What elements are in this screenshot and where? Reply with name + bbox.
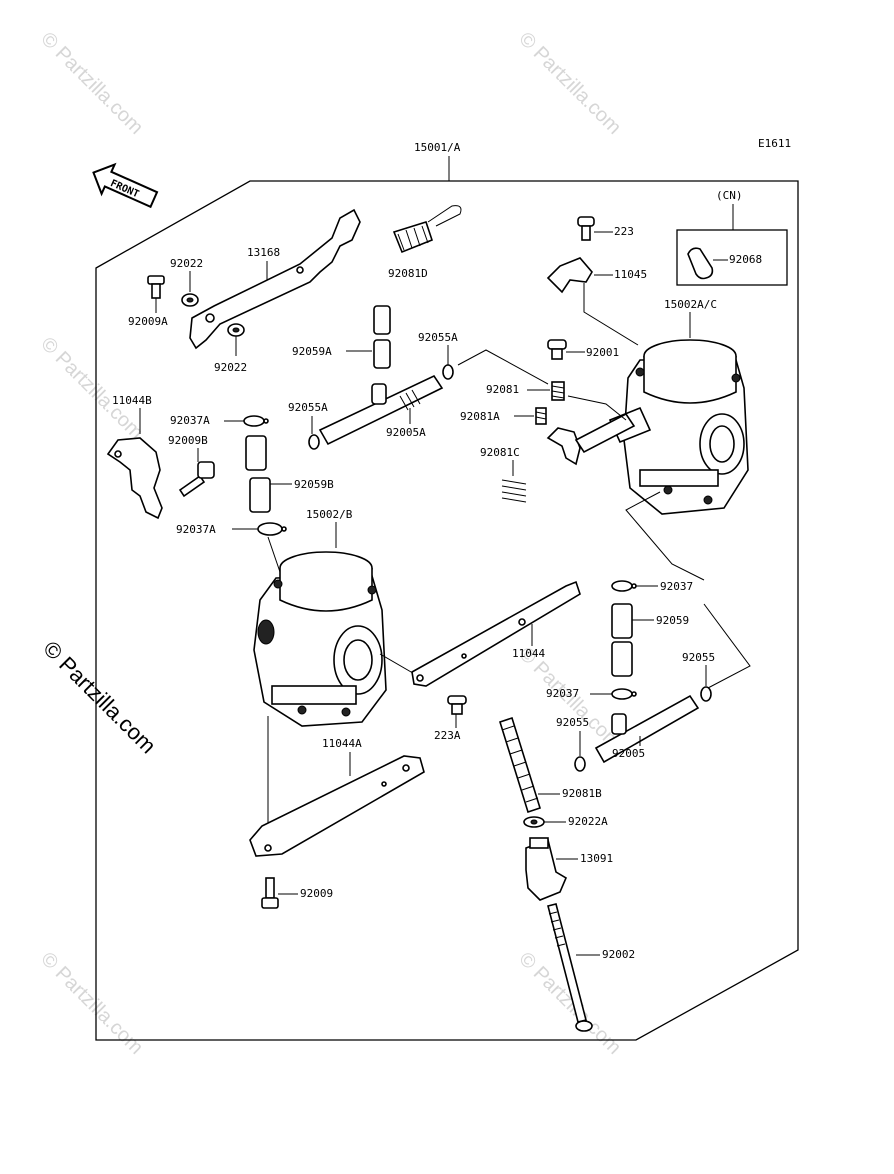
watermark-top-right: © Partzilla.com <box>514 28 625 139</box>
label-92037-top: 92037 <box>660 580 693 593</box>
label-223: 223 <box>614 225 634 238</box>
label-92005: 92005 <box>612 747 645 760</box>
label-92009a: 92009A <box>128 315 168 328</box>
washer-92022a-icon <box>523 816 545 828</box>
cap-92068-icon <box>687 247 714 280</box>
label-92022-bottom: 92022 <box>214 361 247 374</box>
label-92005a: 92005A <box>386 426 426 439</box>
watermark-mid-left: © Partzilla.com <box>36 333 147 444</box>
label-92059: 92059 <box>656 614 689 627</box>
spring-92081c-icon <box>501 479 527 503</box>
label-92037a-top: 92037A <box>170 414 210 427</box>
front-arrow-icon: FRONT <box>92 162 159 209</box>
label-11044: 11044 <box>512 647 545 660</box>
label-92001: 92001 <box>586 346 619 359</box>
label-11044a: 11044A <box>322 737 362 750</box>
label-92081c: 92081C <box>480 446 520 459</box>
watermark-bottom-left: © Partzilla.com <box>36 948 147 1059</box>
label-92081d: 92081D <box>388 267 428 280</box>
label-223a: 223A <box>434 729 461 742</box>
holder-13091-icon <box>525 837 568 901</box>
washer-92022-top-icon <box>181 293 199 307</box>
cn-box <box>676 229 788 286</box>
plate-11044-icon <box>411 580 581 687</box>
carburetor-15002ac-icon <box>608 339 749 515</box>
diagram-code: E1611 <box>758 137 791 150</box>
bracket-11044b-icon <box>106 437 163 520</box>
label-92009: 92009 <box>300 887 333 900</box>
spring-92081-icon <box>551 381 565 401</box>
watermark-side-logo: © Partzilla.com <box>38 636 161 759</box>
oring-92055-right-icon <box>700 686 712 702</box>
label-92002: 92002 <box>602 948 635 961</box>
spring-92081d-icon <box>392 205 462 254</box>
fitting-92005-icon <box>594 694 700 764</box>
label-15002b: 15002/B <box>306 508 353 521</box>
label-92022-top: 92022 <box>170 257 203 270</box>
label-13168: 13168 <box>247 246 280 259</box>
label-92055-mid: 92055 <box>556 716 589 729</box>
label-92081: 92081 <box>486 383 519 396</box>
tube-92059b-icon <box>245 435 271 513</box>
clip-92037-top-icon <box>611 580 637 592</box>
assembly-frame <box>95 180 799 1041</box>
label-92037-bottom: 92037 <box>546 687 579 700</box>
bolt-92009a-icon <box>147 275 165 299</box>
screw-92002-icon <box>547 903 593 1032</box>
label-11045: 11045 <box>614 268 647 281</box>
plate-11044a-icon <box>249 755 425 857</box>
washer-92022-bottom-icon <box>227 323 245 337</box>
oring-92055-mid-icon <box>574 756 586 772</box>
bolt-92009b-icon <box>178 461 215 498</box>
label-15002ac: 15002A/C <box>664 298 717 311</box>
label-92059b: 92059B <box>294 478 334 491</box>
screw-92001-icon <box>547 339 567 360</box>
label-92068: 92068 <box>729 253 762 266</box>
tube-92059-icon <box>611 603 633 677</box>
label-13091: 13091 <box>580 852 613 865</box>
bracket-13168-icon <box>189 208 361 350</box>
label-15001a: 15001/A <box>414 141 461 154</box>
clip-92037a-top-icon <box>243 415 269 427</box>
label-92081a: 92081A <box>460 410 500 423</box>
spring-92081a-icon <box>535 407 547 425</box>
carburetor-15002b-icon <box>253 551 387 727</box>
label-92055-right: 92055 <box>682 651 715 664</box>
screw-223-icon <box>577 216 595 241</box>
choke-link-icon <box>546 412 636 466</box>
tube-92059a-icon <box>373 305 391 369</box>
label-92022a: 92022A <box>568 815 608 828</box>
oring-92055a-left-icon <box>308 434 320 450</box>
fitting-92005a-icon <box>318 374 444 446</box>
clip-92037a-bottom-icon <box>257 522 287 536</box>
label-92081b: 92081B <box>562 787 602 800</box>
label-92009b: 92009B <box>168 434 208 447</box>
label-92055a-left: 92055A <box>288 401 328 414</box>
spring-92081b-icon <box>499 716 541 814</box>
bolt-92009-icon <box>261 877 279 909</box>
clip-92037-bottom-icon <box>611 688 637 700</box>
cn-label: (CN) <box>716 189 743 202</box>
watermark-top-left: © Partzilla.com <box>36 28 147 139</box>
screw-223a-icon <box>447 695 467 715</box>
label-92055a-top: 92055A <box>418 331 458 344</box>
oring-92055a-top-icon <box>442 364 454 380</box>
label-92059a: 92059A <box>292 345 332 358</box>
bracket-11045-icon <box>546 257 593 294</box>
label-92037a-bottom: 92037A <box>176 523 216 536</box>
label-11044b: 11044B <box>112 394 152 407</box>
